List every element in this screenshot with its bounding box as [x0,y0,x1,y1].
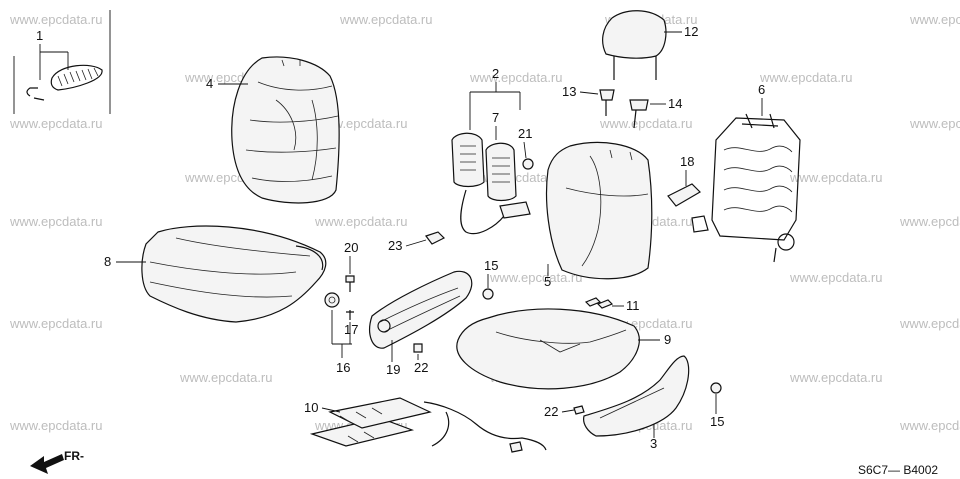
part-1-clip-inset [13,10,111,114]
trim-clips [584,297,614,309]
callout-22-lower: 22 [544,404,558,419]
seat-cushion-pad [456,308,640,390]
watermark: www.epcdata.ru [899,316,960,331]
seat-slide-rail [369,270,473,349]
watermark: www.epcdata.ru [789,370,883,385]
watermark: www.epcdata.ru [9,214,103,229]
watermark: www.epcdata.ru [759,70,853,85]
callout-15-lower: 15 [710,414,724,429]
diagram-code: S6C7— B4002 [858,463,938,477]
front-arrow-icon [30,454,64,474]
callout-12: 12 [684,24,698,39]
side-airbag-set [451,91,534,235]
callout-7: 7 [492,110,499,125]
seat-heater-harness [309,397,547,453]
watermark: www.epcdata.ru [599,116,693,131]
seat-back-frame [691,113,801,263]
callout-23: 23 [388,238,402,253]
callout-19: 19 [386,362,400,377]
watermark: www.epcdata.ru [314,214,408,229]
headrest-guides [599,89,649,129]
watermark: www.epcdata.ru [9,12,103,27]
watermark: www.epcdata.ru [789,170,883,185]
watermark: www.epcdata.ru [469,70,563,85]
callout-22-upper: 22 [414,360,428,375]
callout-4: 4 [206,76,213,91]
front-label: FR- [64,449,84,463]
callout-10: 10 [304,400,318,415]
callout-20: 20 [344,240,358,255]
seat-cushion-cover [141,225,327,323]
callout-5: 5 [544,274,551,289]
callout-9: 9 [664,332,671,347]
clip-22-lower [573,405,585,415]
callout-8: 8 [104,254,111,269]
callout-3: 3 [650,436,657,451]
bolt-20 [345,275,355,292]
seat-back-cover [231,56,340,204]
watermark: www.epcdata.ru [9,418,103,433]
knob-16 [324,292,340,308]
nut-15-upper [482,288,494,300]
callout-15-upper: 15 [484,258,498,273]
clip-coil-icon [50,64,103,91]
callout-6: 6 [758,82,765,97]
bracket-23 [425,231,446,245]
watermark: www.epcdata.ru [9,116,103,131]
callout-16: 16 [336,360,350,375]
clip-22-upper [413,343,423,353]
callout-17: 17 [344,322,358,337]
watermark: www.epcdata.ru [9,316,103,331]
front-direction-indicator: FR- [30,449,84,474]
callouts: 1 2 3 4 5 6 7 8 9 10 11 12 13 14 15 15 1 [36,24,765,451]
callout-1: 1 [36,28,43,43]
fasteners [324,231,722,415]
watermark: www.epcdata.ru [789,270,883,285]
callout-2: 2 [492,66,499,81]
watermark: www.epcdata.ru [899,418,960,433]
callout-21: 21 [518,126,532,141]
watermark: www.epcdata.ru [339,12,433,27]
watermark: www.epcdata.ru [489,270,583,285]
nut-15-lower [710,382,722,394]
callout-14: 14 [668,96,682,111]
watermark: www.epcdata.ru [909,12,960,27]
watermark: www.epcdata.ru [899,214,960,229]
headrest [602,10,667,80]
callout-18: 18 [680,154,694,169]
watermark: www.epcdata.ru [179,370,273,385]
callout-11: 11 [626,298,640,313]
seat-back-pad [545,141,653,280]
seat-side-cover [583,355,690,437]
watermark: www.epcdata.ru [909,116,960,131]
lumbar-knob [667,183,701,207]
screw-17 [346,310,354,320]
callout-13: 13 [562,84,576,99]
